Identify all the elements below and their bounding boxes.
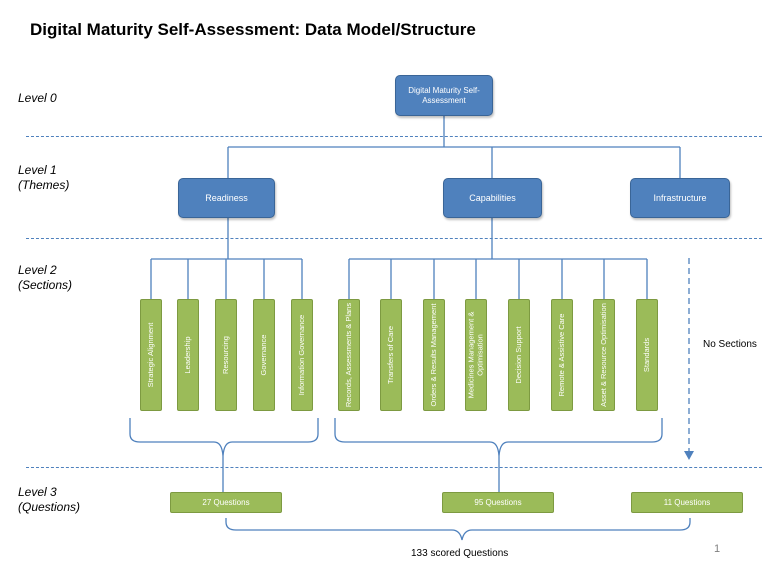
section-information-governance: Information Governance xyxy=(291,299,313,411)
no-sections-arrowhead xyxy=(684,451,694,460)
section-governance: Governance xyxy=(253,299,275,411)
questions-capabilities: 95 Questions xyxy=(442,492,554,513)
readiness-brace xyxy=(129,418,319,457)
level-1-label: Level 1(Themes) xyxy=(18,163,70,192)
section-asset-resource-optimisation: Asset & Resource Optimisation xyxy=(593,299,615,411)
level-separator xyxy=(26,467,762,468)
theme-capabilities: Capabilities xyxy=(443,178,542,218)
section-resourcing: Resourcing xyxy=(215,299,237,411)
section-decision-support: Decision Support xyxy=(508,299,530,411)
theme-infrastructure: Infrastructure xyxy=(630,178,730,218)
page-title: Digital Maturity Self-Assessment: Data M… xyxy=(30,20,476,39)
level-3-label: Level 3(Questions) xyxy=(18,485,81,514)
level-0-label: Level 0 xyxy=(18,91,57,105)
theme-readiness: Readiness xyxy=(178,178,275,218)
total-questions: 133 scored Questions xyxy=(411,548,509,559)
section-remote-assistive-care: Remote & Assistive Care xyxy=(551,299,573,411)
page-number: 1 xyxy=(714,543,721,555)
section-transfers-of-care: Transfers of Care xyxy=(380,299,402,411)
section-medicines-management: Medicines Management & Optimisation xyxy=(465,299,487,411)
total-brace xyxy=(225,518,691,541)
root-node: Digital Maturity Self-Assessment xyxy=(395,75,493,116)
section-records-assessments-plans: Records, Assessments & Plans xyxy=(338,299,360,411)
no-sections-label: No Sections xyxy=(703,339,757,350)
capabilities-brace xyxy=(334,418,663,457)
section-strategic-alignment: Strategic Alignment xyxy=(140,299,162,411)
level-separator xyxy=(26,136,762,137)
level-separator xyxy=(26,238,762,239)
section-standards: Standards xyxy=(636,299,658,411)
questions-readiness: 27 Questions xyxy=(170,492,282,513)
questions-infrastructure: 11 Questions xyxy=(631,492,743,513)
section-leadership: Leadership xyxy=(177,299,199,411)
section-orders-results-management: Orders & Results Management xyxy=(423,299,445,411)
level-2-label: Level 2(Sections) xyxy=(18,263,73,292)
